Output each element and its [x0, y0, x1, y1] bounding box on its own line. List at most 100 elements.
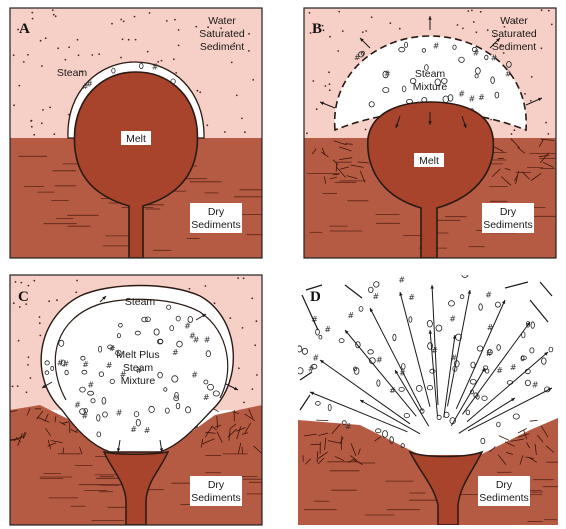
arrow-shaft [459, 398, 515, 433]
speckle [128, 39, 130, 41]
hash-clast: # [203, 393, 210, 402]
speckle [547, 133, 549, 135]
speckle [362, 31, 364, 33]
hash-clast: # [109, 344, 116, 353]
speckle [53, 133, 55, 135]
speckle [27, 54, 29, 56]
speckle [338, 11, 340, 13]
speckle [389, 22, 391, 24]
hash-clast: # [324, 325, 331, 334]
speckle [75, 291, 77, 293]
hash-clast: # [354, 53, 361, 62]
fracture-line [499, 436, 509, 441]
arrow-shaft [451, 368, 485, 426]
clast [297, 368, 303, 374]
speckle [365, 129, 367, 131]
dry-label-line1: Dry [208, 479, 225, 491]
clast [530, 348, 534, 353]
speckle [476, 31, 478, 33]
speckle [147, 51, 149, 53]
speckle [135, 39, 137, 41]
speckle [53, 14, 55, 16]
speckle [329, 89, 331, 91]
panel-d: ###################### D Dry Sediments [297, 269, 566, 525]
speckle [18, 340, 20, 342]
water-label-line2: Saturated [491, 28, 537, 40]
clast [393, 334, 396, 341]
hash-clast: # [491, 53, 498, 62]
clast [382, 431, 387, 438]
speckle [13, 302, 15, 304]
speckle [306, 132, 308, 134]
clast [319, 335, 322, 339]
speckle [243, 277, 245, 279]
clast [374, 282, 379, 288]
speckle [256, 374, 258, 376]
speckle [206, 124, 208, 126]
clast [427, 386, 432, 390]
hash-clast: # [348, 311, 355, 320]
melt-label: Melt [419, 155, 439, 167]
debris-line [505, 282, 528, 288]
hash-clast: # [510, 363, 517, 372]
speckle [242, 327, 244, 329]
speckle [12, 386, 14, 388]
speckle [316, 108, 318, 110]
water-label-line1: Water [208, 15, 236, 27]
clast [549, 347, 553, 352]
speckle [244, 131, 246, 133]
speckle [530, 100, 532, 102]
dry-label-line2: Sediments [483, 219, 533, 231]
clast [297, 346, 302, 352]
speckle [39, 316, 41, 318]
speckle [252, 79, 254, 81]
dry-label-line1: Dry [500, 206, 517, 218]
speckle [199, 91, 201, 93]
speckle [111, 23, 113, 25]
speckle [28, 356, 30, 358]
speckle [399, 28, 401, 30]
speckle [309, 12, 311, 14]
speckle [41, 122, 43, 124]
speckle [457, 24, 459, 26]
speckle [48, 300, 50, 302]
speckle [545, 122, 547, 124]
speckle [175, 72, 177, 74]
hash-clast: # [152, 63, 159, 72]
speckle [524, 93, 526, 95]
speckle [55, 15, 57, 17]
water-label-line1: Water [500, 15, 528, 27]
panel-letter: C [18, 289, 29, 305]
clast [427, 320, 432, 327]
debris-line [530, 300, 548, 322]
speckle [123, 21, 125, 23]
clast [497, 345, 501, 351]
speckle [76, 280, 78, 282]
clast [316, 402, 321, 406]
melt-label-line1: Melt Plus [116, 349, 159, 361]
speckle [161, 60, 163, 62]
speckle [13, 104, 15, 106]
speckle [541, 47, 543, 49]
melt-label: Melt [126, 133, 146, 145]
speckle [229, 317, 231, 319]
clast [525, 380, 530, 386]
hash-clast: # [191, 371, 198, 380]
speckle [342, 30, 344, 32]
speckle [251, 297, 253, 299]
arrow-shaft [395, 370, 429, 426]
speckle [214, 302, 216, 304]
melt-label-line3: Mixture [121, 375, 156, 387]
dry-label-line1: Dry [496, 479, 513, 491]
speckle [39, 335, 41, 337]
clast [359, 307, 363, 312]
hash-clast: # [87, 381, 94, 390]
speckle [56, 299, 58, 301]
water-label-line2: Saturated [199, 28, 245, 40]
arrow-shaft [360, 400, 420, 434]
speckle [28, 285, 30, 287]
clast [368, 350, 374, 354]
speckle [98, 53, 100, 55]
panel-c: #################### C Steam Melt Plus S… [8, 275, 277, 525]
